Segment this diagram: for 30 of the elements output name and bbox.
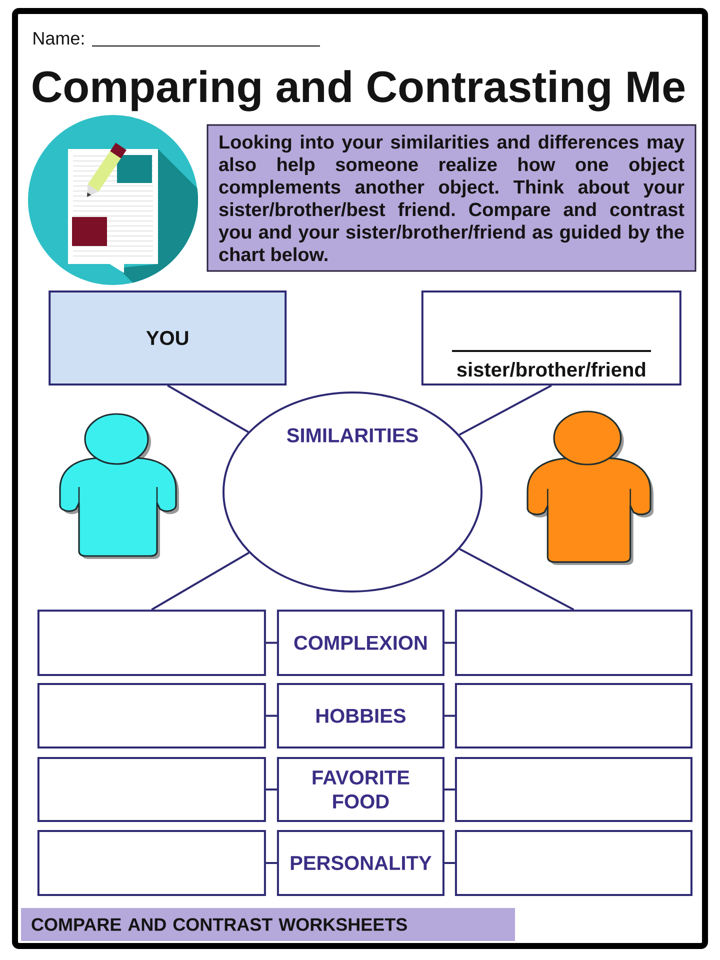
title: Comparing and Contrasting Me [32, 70, 685, 112]
heading-box: sister/brother/friend [421, 290, 682, 386]
answer-box [37, 610, 266, 676]
connector-line [266, 714, 277, 717]
category-box: FAVORITE FOOD [276, 757, 444, 822]
connector-line [444, 788, 455, 790]
connector-line [444, 714, 455, 717]
category-box: COMPLEXION [276, 610, 444, 676]
answer-box [37, 830, 266, 896]
connector-line [266, 788, 277, 790]
connector-line [266, 862, 277, 864]
answer-box [454, 757, 692, 822]
connector-line [459, 548, 574, 611]
connector-line [444, 862, 455, 864]
connector-line [458, 384, 552, 436]
answer-box [454, 830, 692, 896]
instruction-box: Looking into your similarities and differences may also help someone realize how one object complements another object. Think about your sister/brother/best friend. Compare and contrast you and your sister/brother/friend as guided by the chart below. [206, 124, 696, 272]
connector-line [266, 642, 277, 644]
connector-line [444, 642, 455, 644]
footer-band: COMPARE AND CONTRAST WORKSHEETS [21, 908, 515, 941]
answer-box [37, 683, 266, 749]
connector-line [167, 384, 249, 433]
category-box: HOBBIES [276, 683, 444, 749]
heading-box: YOU [48, 290, 287, 386]
answer-box [454, 683, 692, 749]
category-box: PERSONALITY [276, 830, 444, 896]
field-label: Name: [34, 32, 84, 45]
connector-line [151, 552, 250, 611]
answer-box [37, 757, 266, 822]
answer-box [454, 610, 692, 676]
